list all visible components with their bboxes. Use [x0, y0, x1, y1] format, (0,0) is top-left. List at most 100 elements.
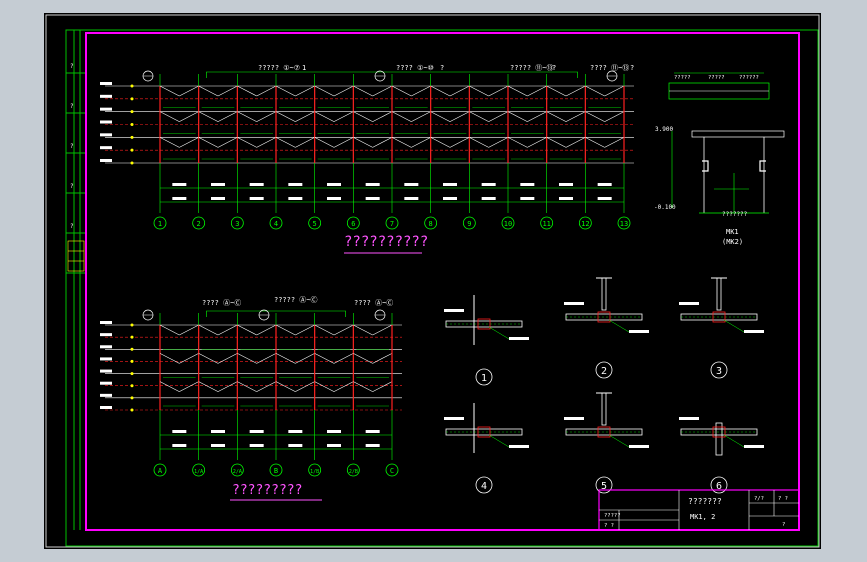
dimension-value: [211, 444, 225, 447]
elevation-top-note-2: 1: [302, 64, 306, 72]
detail-bubble: [595, 476, 613, 494]
dimension-value: [327, 183, 341, 186]
brace: [198, 85, 219, 97]
title-block: [598, 489, 800, 531]
bottom-axis-label: B: [274, 467, 278, 475]
brace: [372, 324, 393, 336]
dimension-value: [249, 430, 264, 433]
brace: [314, 111, 335, 122]
level-marker: [130, 408, 134, 412]
brace: [275, 111, 296, 122]
connection-plate: [597, 311, 611, 323]
brace: [449, 111, 470, 122]
axis-bubble: [424, 216, 438, 230]
top-axis-label: 2: [197, 220, 201, 228]
brace: [295, 324, 315, 336]
brace: [217, 353, 238, 364]
strip-label-4: ?: [70, 183, 74, 190]
top-axis-label: 8: [429, 220, 433, 228]
brace: [159, 324, 180, 336]
brace: [237, 85, 257, 97]
brace: [314, 137, 335, 148]
brace: [237, 353, 257, 364]
mk1-bottom-label: ???????: [722, 211, 748, 218]
elevation-top-note-8: ?: [630, 64, 634, 72]
post: [716, 277, 722, 311]
brace: [604, 111, 625, 122]
brace: [507, 85, 528, 97]
brace: [604, 85, 625, 97]
leader-note: [744, 330, 764, 333]
brace: [372, 111, 393, 122]
mk1-top-label-1: ?????: [674, 75, 691, 81]
bottom-axis-label: 1/A: [194, 469, 203, 475]
brace: [275, 137, 296, 148]
brace: [604, 137, 625, 148]
level-value: [100, 393, 112, 397]
level-marker: [130, 396, 134, 400]
dimension-value: [559, 197, 573, 200]
leader: [723, 434, 745, 448]
joint-detail-1: 1: [444, 295, 529, 386]
brace: [198, 324, 219, 336]
dimension-value: [211, 183, 225, 186]
brace: [314, 381, 335, 392]
strip-label-1: ?: [70, 63, 74, 70]
leader-note: [679, 417, 699, 420]
dimension-value: [559, 183, 573, 186]
brace: [353, 381, 373, 392]
level-value: [100, 120, 112, 124]
brace: [275, 85, 296, 97]
dimension-value: [288, 444, 303, 447]
elevation-top-note-4: ?: [440, 64, 444, 72]
elevation-top-note-1: ????? ①~⑦: [258, 64, 300, 72]
leader-note: [564, 417, 584, 420]
dimension-value: [249, 444, 264, 447]
annotation-bracket: [206, 310, 346, 317]
brace: [256, 353, 277, 364]
level-marker: [130, 335, 134, 339]
level-value: [100, 107, 112, 111]
brace: [295, 353, 315, 364]
brace: [256, 381, 277, 392]
post: [715, 422, 723, 456]
brace: [391, 137, 412, 148]
outer-frame: [45, 14, 820, 548]
dimension-value: [597, 183, 612, 186]
mk1-title: MK1: [726, 228, 739, 236]
brace: [237, 111, 257, 122]
brace: [217, 85, 238, 97]
strip-label-5: ?: [70, 223, 74, 230]
level-marker: [130, 97, 134, 101]
brace: [256, 324, 277, 336]
brace: [256, 137, 277, 148]
connection-plate: [477, 426, 491, 438]
joint-detail-4: 4: [444, 403, 529, 494]
brace: [159, 85, 180, 97]
inner-green-frame: [65, 29, 819, 547]
level-marker: [130, 347, 134, 351]
elevation-top-title: ??????????: [344, 234, 428, 250]
brace: [217, 381, 238, 392]
leader-note: [509, 337, 529, 340]
top-axis-label: 4: [274, 220, 278, 228]
leader: [608, 319, 630, 333]
bottom-axis-label: A: [158, 467, 163, 475]
axis-bubble: [501, 216, 515, 230]
level-marker: [130, 161, 134, 165]
brace: [353, 137, 373, 148]
axis-bubble: [578, 216, 592, 230]
strip-label-2: ?: [70, 103, 74, 110]
mk1-top-label-3: ??????: [739, 75, 759, 81]
brace: [295, 137, 315, 148]
brace: [353, 111, 373, 122]
joint-detail-2: 2: [564, 277, 649, 379]
detail-number: 6: [716, 481, 722, 492]
brace: [179, 137, 199, 148]
brace: [391, 85, 412, 97]
brace: [449, 137, 470, 148]
brace: [488, 137, 509, 148]
brace: [469, 85, 489, 97]
